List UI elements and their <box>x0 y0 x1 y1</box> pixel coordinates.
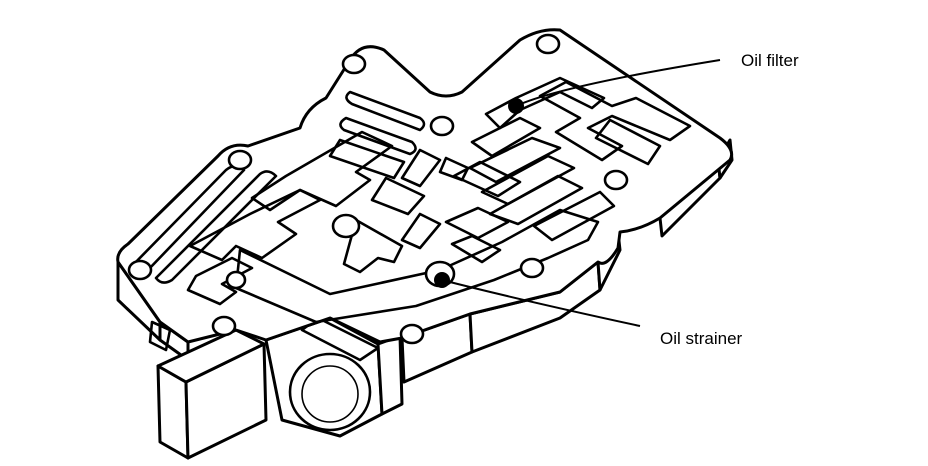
oil-filter-leader <box>515 59 721 107</box>
bolt-hole <box>535 33 561 55</box>
bolt-hole <box>227 149 253 171</box>
bolt-hole <box>225 270 247 290</box>
callout-oil-strainer: Oil strainer <box>434 272 743 348</box>
bolt-hole <box>211 315 237 337</box>
bolt-holes <box>127 33 629 345</box>
oil-filter-label: Oil filter <box>741 51 799 70</box>
bolt-hole <box>127 259 153 281</box>
bolt-hole <box>399 323 425 345</box>
oil-strainer-label: Oil strainer <box>660 329 743 348</box>
bolt-hole <box>519 257 545 279</box>
bolt-hole <box>341 53 367 75</box>
bolt-hole <box>429 115 455 137</box>
bolt-hole <box>603 169 629 191</box>
mounting-bracket <box>148 316 404 460</box>
oil-strainer-leader <box>441 279 641 327</box>
callout-oil-filter: Oil filter <box>508 51 799 114</box>
oil-passages <box>128 76 692 324</box>
bolt-hole <box>331 213 361 239</box>
